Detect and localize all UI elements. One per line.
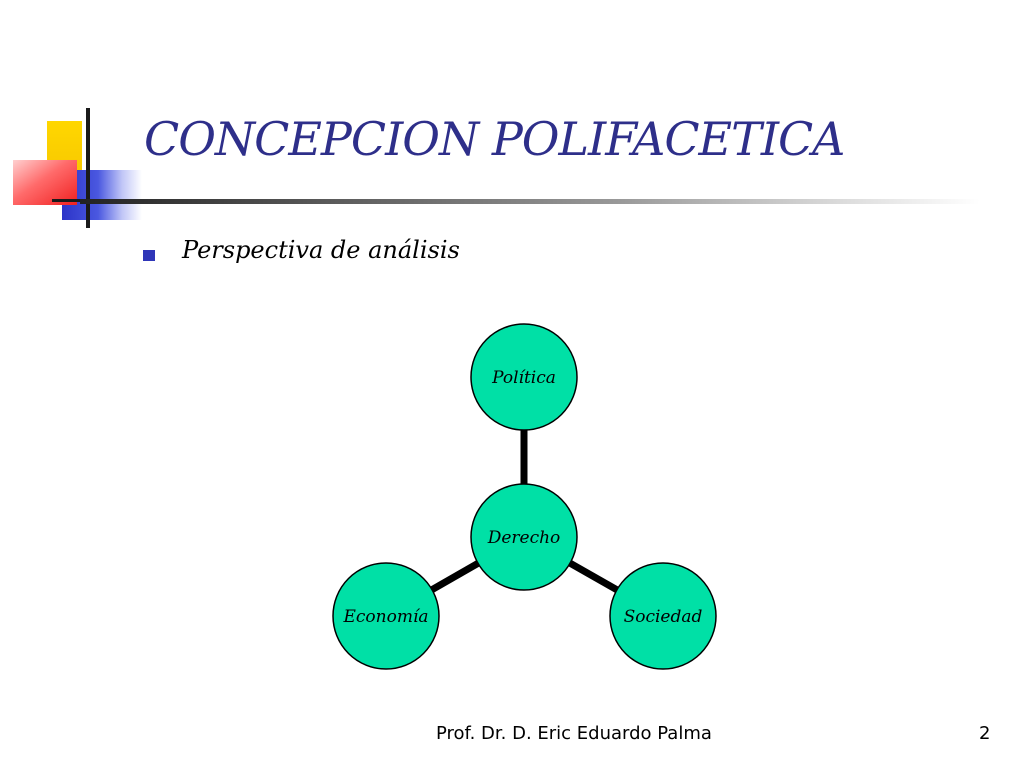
footer-author: Prof. Dr. D. Eric Eduardo Palma: [436, 723, 712, 744]
node-politica-label: Política: [491, 368, 556, 388]
node-sociedad-label: Sociedad: [624, 607, 703, 627]
connector-sociedad: [568, 560, 619, 593]
connectors: [430, 430, 619, 593]
node-sociedad-circle: [609, 562, 717, 670]
bullet-square-icon: [143, 250, 155, 261]
page-number: 2: [979, 723, 991, 744]
node-economia: Economía: [332, 562, 440, 670]
node-economia-label: Economía: [342, 607, 428, 627]
connector-economia: [430, 560, 480, 593]
logo-vertical-line: [86, 108, 90, 228]
node-economia-circle: [332, 562, 440, 670]
node-center-circle: [470, 483, 578, 591]
node-politica: Política: [470, 323, 578, 431]
bullet-text: Perspectiva de análisis: [182, 236, 460, 264]
slide-title: CONCEPCION POLIFACETICA: [144, 112, 845, 166]
node-sociedad: Sociedad: [609, 562, 717, 670]
node-politica-circle: [470, 323, 578, 431]
logo-red-block: [13, 160, 77, 205]
node-center: Derecho: [470, 483, 578, 591]
title-underline: [80, 199, 980, 204]
node-center-label: Derecho: [487, 528, 561, 548]
